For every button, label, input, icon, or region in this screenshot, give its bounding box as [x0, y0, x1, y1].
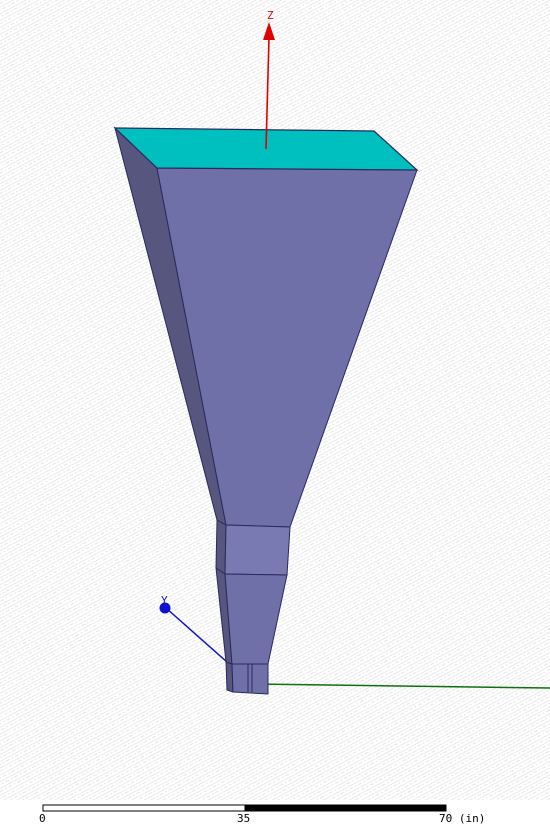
feed-waveguide-front	[231, 663, 269, 695]
transition-side-face	[215, 519, 227, 575]
scale-tick-35: 35	[237, 812, 251, 825]
z-axis-arrowhead	[263, 22, 275, 40]
z-axis-line	[265, 37, 270, 150]
scale-tick-0: 0	[39, 812, 46, 825]
y-axis-line	[165, 607, 237, 671]
y-axis-label: Y	[161, 594, 168, 607]
scale-tick-70-units: 70 (in)	[439, 812, 486, 825]
transition-front-face	[224, 524, 291, 576]
y-axis-handle[interactable]	[159, 602, 171, 614]
x-axis-line	[249, 683, 550, 689]
z-axis-label: Z	[267, 9, 274, 22]
scale-bar-segment-white	[42, 804, 246, 812]
scale-bar	[42, 804, 447, 812]
scale-bar-segment-black	[244, 804, 447, 812]
